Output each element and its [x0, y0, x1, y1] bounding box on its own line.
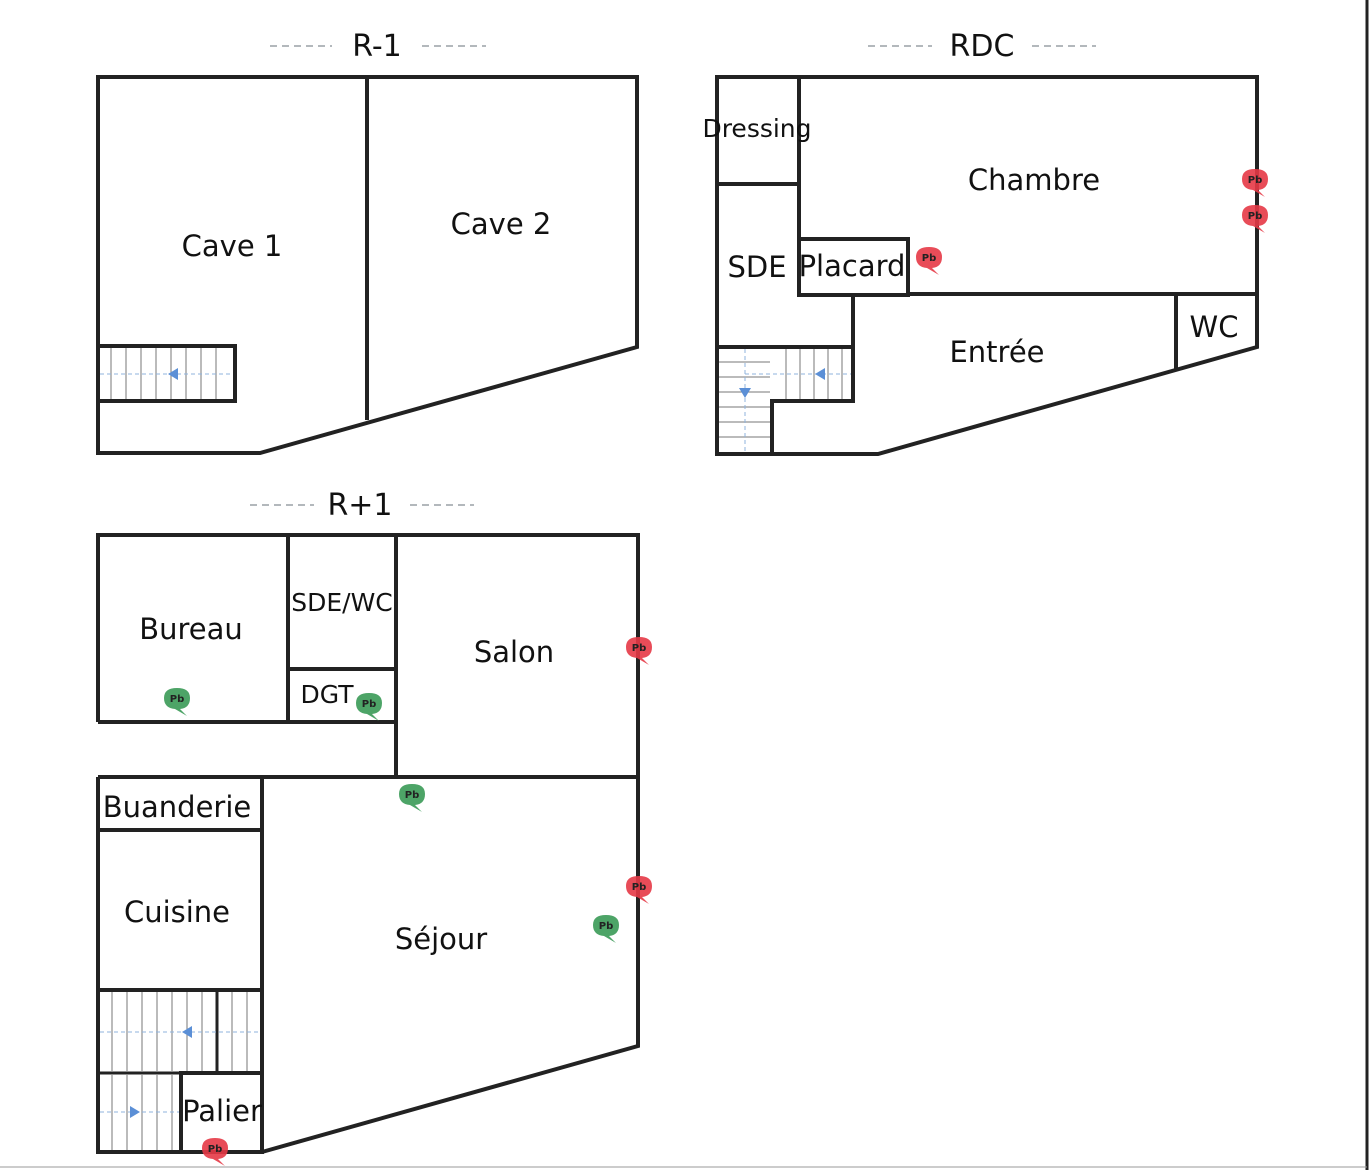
r-plus-1-outline-top [96, 533, 640, 1154]
pb-marker-green[interactable]: Pb [399, 784, 425, 812]
room-label-placard: Placard [799, 249, 906, 283]
pb-marker-red[interactable]: Pb [1242, 169, 1268, 197]
pb-marker-green[interactable]: Pb [593, 915, 619, 943]
staircase-r-plus-1 [100, 990, 260, 1150]
room-label-dgt: DGT [300, 680, 354, 709]
stair-box [96, 344, 237, 403]
room-label-buanderie: Buanderie [103, 790, 252, 824]
room-label-salon: Salon [474, 635, 554, 669]
level-r-minus-1: R-1 Cave 1 Cave 2 [96, 29, 639, 455]
level-rdc: RDC Dressing [702, 29, 1259, 456]
room-label-wc: WC [1190, 310, 1239, 344]
stair-arrow-right [130, 1106, 140, 1118]
room-label-dressing: Dressing [702, 114, 811, 143]
svg-text:Pb: Pb [170, 694, 185, 705]
level-title-r-minus-1: R-1 [352, 29, 402, 64]
rdc-outline [715, 75, 1259, 456]
room-label-cave-2: Cave 2 [451, 207, 552, 241]
stair-arrow-down [739, 388, 751, 398]
svg-text:Pb: Pb [405, 790, 420, 801]
svg-text:Pb: Pb [632, 643, 647, 654]
svg-text:Pb: Pb [632, 882, 647, 893]
pb-marker-red[interactable]: Pb [916, 247, 942, 275]
pb-marker-red[interactable]: Pb [626, 876, 652, 904]
room-label-entree: Entrée [949, 335, 1044, 369]
stair-outline [717, 345, 855, 454]
level-r-plus-1: R+1 [96, 488, 640, 1154]
pb-marker-red[interactable]: Pb [202, 1138, 228, 1166]
pb-marker-green[interactable]: Pb [356, 693, 382, 721]
room-label-cuisine: Cuisine [124, 895, 230, 929]
staircase-r-minus-1 [96, 344, 237, 403]
pb-marker-green[interactable]: Pb [164, 688, 190, 716]
svg-text:Pb: Pb [922, 253, 937, 264]
staircase-rdc [717, 345, 855, 454]
svg-text:Pb: Pb [1248, 175, 1263, 186]
stair-arrow-left [182, 1026, 192, 1038]
room-label-cave-1: Cave 1 [182, 229, 283, 263]
stair-arrow-left [168, 368, 178, 380]
svg-text:Pb: Pb [599, 921, 614, 932]
level-title-r-plus-1: R+1 [327, 488, 392, 523]
pb-marker-red[interactable]: Pb [1242, 205, 1268, 233]
room-label-palier: Palier [182, 1094, 262, 1128]
svg-text:Pb: Pb [208, 1144, 223, 1155]
svg-text:Pb: Pb [1248, 211, 1263, 222]
room-label-bureau: Bureau [139, 612, 243, 646]
stair-arrow-left [815, 368, 825, 380]
pb-marker-red[interactable]: Pb [626, 637, 652, 665]
room-label-sejour: Séjour [395, 922, 487, 956]
room-label-sde-wc: SDE/WC [291, 588, 393, 617]
svg-text:Pb: Pb [362, 699, 377, 710]
room-label-sde: SDE [727, 250, 786, 284]
room-label-chambre: Chambre [968, 163, 1100, 197]
level-title-rdc: RDC [950, 29, 1015, 64]
pb-markers: Pb Pb Pb Pb Pb Pb Pb Pb [164, 169, 1268, 1166]
